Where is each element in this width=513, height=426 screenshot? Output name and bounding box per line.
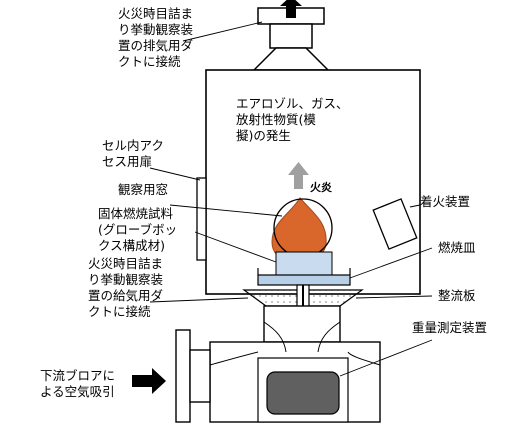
label-igniter: 着火装置 [420, 194, 471, 209]
leader-lines [149, 21, 433, 377]
igniter [372, 198, 418, 250]
exhaust-duct [252, 7, 330, 71]
weight-device [266, 371, 340, 415]
label-exhaust-duct: 火災時目詰ま り挙動観察装 置の排気用ダ クトに接続 [118, 6, 194, 69]
cell-door [196, 177, 207, 261]
suction-arrow-icon [132, 368, 166, 394]
label-burn-dish: 燃焼皿 [438, 240, 476, 255]
label-weight-device: 重量測定装置 [412, 320, 488, 335]
label-cell-door: セル内アク セス用扉 [102, 138, 164, 169]
label-fuel-sample: 固体燃焼試料 (グローブボッ クス構成材) [98, 206, 178, 253]
label-observation-window: 観察用窓 [118, 182, 169, 197]
burn-dish [257, 274, 351, 286]
label-flow-plate: 整流板 [438, 288, 476, 303]
label-intake-duct: 火災時目詰ま り挙動観察装 置の給気用ダ クトに接続 [88, 256, 164, 319]
emission-arrow-icon [288, 162, 309, 189]
exhaust-arrow-icon [280, 0, 302, 18]
blower-flange [175, 329, 211, 423]
label-fire: 火炎 [310, 181, 332, 194]
label-blower: 下流ブロアに よる空気吸引 [40, 368, 116, 399]
label-emission: エアロゾル、ガス、 放射性物質(模 擬)の発生 [236, 96, 349, 143]
